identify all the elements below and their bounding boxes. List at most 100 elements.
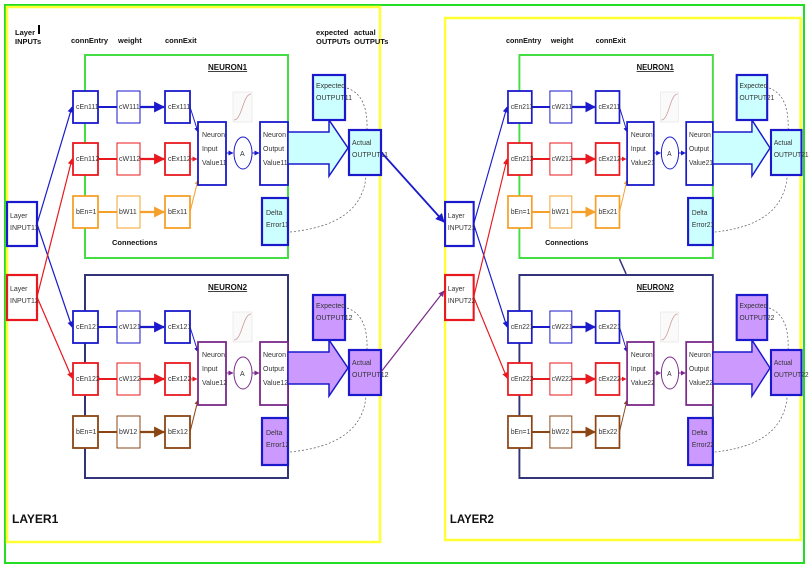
actual-output-label-line: Actual: [352, 360, 372, 367]
conn-exit-label: cEx221: [599, 324, 621, 331]
weight-label: cW221: [552, 324, 573, 331]
activation-label-line: A: [240, 371, 245, 378]
delta-error-label-line: Error22: [692, 442, 714, 449]
neuron-output-label-line: Neuron: [263, 352, 286, 359]
neuron-output-box: [685, 121, 714, 186]
conn-entry-label-line: bEn=1: [511, 209, 531, 216]
neuron-input-label-line: Value11: [202, 160, 227, 167]
conn-entry-label: cEn112: [76, 156, 99, 163]
conn-entry-label: bEn=1: [511, 209, 531, 216]
expected-link: [768, 307, 789, 350]
conn-exit-label-line: cEx112: [168, 156, 191, 163]
actual-output-label-line: OUTPUT21: [774, 152, 809, 159]
neuron-input-box: [197, 121, 227, 186]
layer-label: LAYER2: [450, 513, 495, 526]
neuron-input-label-line: Value12: [202, 380, 227, 387]
conn-entry-label-line: cEn122: [76, 376, 100, 383]
expected-link: [346, 87, 368, 130]
conn-exit-header-line: connExit: [596, 36, 627, 45]
conn-entry-label-line: cEn211: [511, 104, 533, 111]
delta-link: [289, 395, 367, 453]
neuron-input-label-line: Neuron: [631, 352, 653, 359]
conn-entry-header: connEntry: [506, 36, 542, 45]
weight-label: cW111: [119, 104, 140, 111]
neuron-output-label-line: Neuron: [263, 132, 286, 139]
weight-label-line: cW222: [552, 376, 573, 383]
neuron-title: NEURON2: [208, 283, 248, 292]
weight-label-line: cW122: [119, 376, 141, 383]
sigmoid-graph-icon: [232, 91, 253, 123]
actual-outputs-header-line: actual: [354, 28, 376, 37]
delta-link: [714, 395, 788, 453]
neuron-title-line: NEURON1: [637, 63, 675, 72]
conn-exit-label-line: cEx212: [599, 156, 621, 163]
neuron-output-label-line: Neuron: [689, 132, 711, 139]
connections-label: Connections: [545, 238, 588, 247]
neuron-output-label-line: Output: [263, 146, 284, 153]
weight-label: cW222: [552, 376, 573, 383]
weight-label-line: cW121: [119, 324, 141, 331]
layer-input-2-label-line: Layer: [10, 286, 28, 293]
neuron-title-line: NEURON1: [208, 63, 248, 72]
conn-exit-label: cEx211: [599, 104, 621, 111]
neuron-input-box: [197, 341, 227, 406]
weight-label-line: bW12: [119, 429, 137, 436]
neuron-input-label-line: Neuron: [631, 132, 653, 139]
sigmoid-curve: [233, 313, 252, 341]
conn-entry-label: cEn122: [76, 376, 100, 383]
expected-output-label-line: Expected: [316, 83, 345, 90]
conn-entry-label-line: bEn=1: [511, 429, 531, 436]
sigmoid-curve: [233, 93, 252, 121]
neuron-output-label-line: Output: [689, 366, 709, 373]
expected-output-box: [735, 293, 769, 342]
neuron-output-label-line: Value21: [689, 160, 713, 167]
conn-exit-label: cEx111: [168, 104, 190, 111]
weight-label: cW211: [552, 104, 572, 111]
weight-label-line: cW212: [552, 156, 573, 163]
conn-entry-label: cEn221: [511, 324, 534, 331]
output-arrow: [712, 117, 771, 179]
conn-entry-label: cEn121: [76, 324, 100, 331]
sigmoid-curve: [661, 93, 678, 121]
weight-label: cW112: [119, 156, 140, 163]
neuron-input-label-line: Input: [631, 366, 646, 373]
arrow: [619, 399, 629, 433]
activation-label-line: A: [240, 151, 245, 158]
actual-output-label-line: Actual: [774, 360, 793, 367]
arrow: [189, 399, 200, 433]
expected-output-box: [311, 293, 347, 342]
input-connection: [473, 296, 508, 379]
actual-output-label-line: OUTPUT11: [352, 152, 388, 159]
layer-input-1-label-line: Layer: [10, 213, 28, 220]
neuron-input-box: [626, 341, 655, 406]
neuron-input-label-line: Neuron: [202, 132, 225, 139]
activation-label: A: [667, 151, 672, 158]
conn-exit-box: [164, 142, 191, 176]
neuron-input-label-line: Input: [631, 146, 646, 153]
conn-entry-header: connEntry: [71, 36, 109, 45]
conn-entry-label-line: bEn=1: [76, 209, 97, 216]
weight-header: weight: [550, 36, 574, 45]
neuron-output-label-line: Neuron: [689, 352, 711, 359]
delta-link: [289, 175, 367, 233]
layer-input-2-box: [444, 273, 475, 322]
neuron-title: NEURON1: [208, 63, 248, 72]
